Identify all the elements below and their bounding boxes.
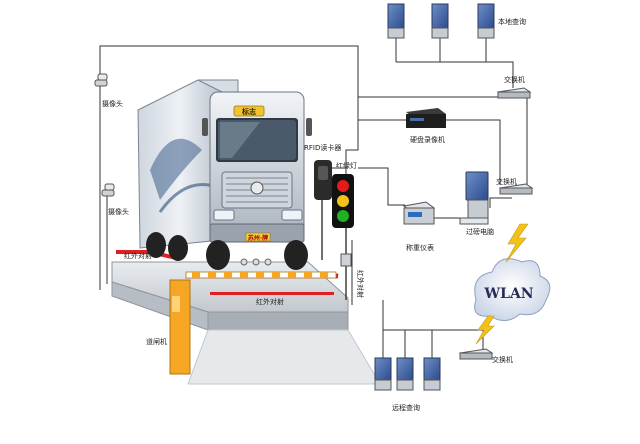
weighing-instrument-label: 称重仪表	[406, 243, 434, 252]
license-plate	[245, 232, 271, 242]
barrier-label: 道闸机	[146, 337, 167, 346]
weighing-instrument-icon	[402, 201, 436, 225]
camera-top-label: 摄像头	[102, 99, 123, 108]
license-plate-text: 苏州·牌	[248, 234, 268, 242]
dvr-icon	[406, 108, 446, 128]
infrared-bottom-label: 红外对射	[256, 297, 284, 306]
switch-bottom-icon	[458, 348, 494, 360]
local-query-pc-2-icon	[431, 3, 449, 39]
barrier-gate	[169, 271, 337, 375]
lightning-bottom-icon	[475, 315, 495, 345]
camera-mid-label: 摄像头	[108, 207, 129, 216]
dvr-label: 硬盘录像机	[410, 135, 445, 144]
traffic-light-label: 红绿灯	[336, 161, 357, 170]
cab-sign-text: 标志	[241, 107, 256, 116]
infrared-left-label: 红外对射	[124, 251, 152, 260]
switch-mid-label: 交换机	[496, 177, 517, 186]
camera-top-icon	[94, 73, 108, 87]
weighing-pc-icon	[459, 171, 489, 225]
local-query-label: 本地查询	[498, 17, 526, 26]
weighbridge-platform	[111, 261, 381, 385]
cab-sign	[233, 105, 265, 117]
lightning-top-icon	[505, 223, 529, 263]
emblem-icon	[250, 181, 264, 195]
truck: 标志 苏州·牌	[137, 79, 312, 270]
remote-query-label: 远程查询	[392, 403, 420, 412]
weighing-pc-label: 过磅电脑	[466, 227, 494, 236]
camera-mid-icon	[101, 183, 115, 197]
infrared-right-label: 红外对射	[356, 270, 365, 298]
local-query-pc-3-icon	[477, 3, 495, 39]
switch-bottom-label: 交换机	[492, 355, 513, 364]
remote-query-pc-2-icon	[396, 357, 414, 391]
wlan-label: WLAN	[483, 286, 533, 302]
rfid-reader-label: RFID读卡器	[304, 143, 341, 152]
switch-top-icon	[496, 87, 532, 99]
rfid-reader-icon	[314, 160, 332, 260]
traffic-light-icon	[332, 174, 354, 300]
switch-mid-icon	[498, 183, 534, 195]
remote-query-pc-1-icon	[374, 357, 392, 391]
remote-query-pc-3-icon	[423, 357, 441, 391]
switch-top-label: 交换机	[504, 75, 525, 84]
local-query-pc-1-icon	[387, 3, 405, 39]
